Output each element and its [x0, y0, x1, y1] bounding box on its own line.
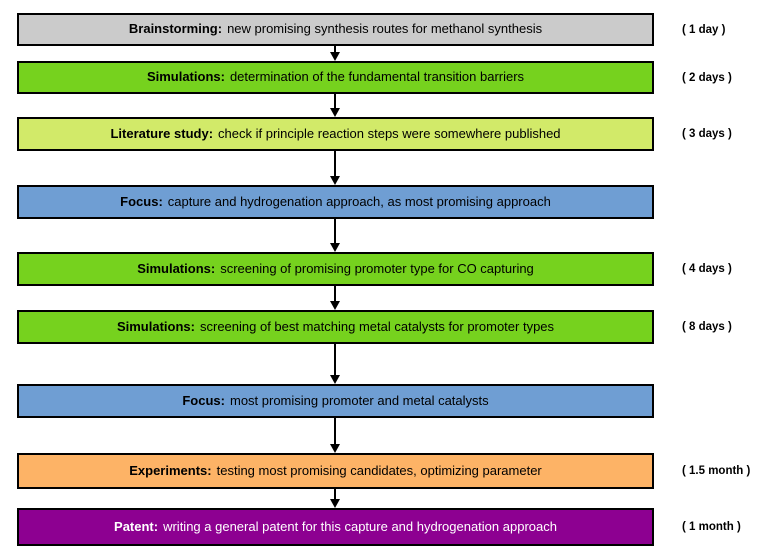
step-description: screening of best matching metal catalys… — [199, 318, 555, 334]
step-label: Simulations: — [116, 318, 195, 334]
step-description: determination of the fundamental transit… — [229, 69, 525, 85]
step-description: capture and hydrogenation approach, as m… — [167, 193, 551, 209]
arrow-line — [334, 489, 336, 500]
step-duration-label: ( 2 days ) — [682, 71, 732, 84]
step-box: Focus:capture and hydrogenation approach… — [17, 185, 654, 219]
arrow-head — [330, 176, 340, 185]
step-label: Focus: — [182, 392, 225, 408]
arrow-line — [334, 94, 336, 109]
step-duration-label: ( 8 days ) — [682, 321, 732, 333]
step-label: Focus: — [120, 193, 163, 209]
step-box: Focus:most promising promoter and metal … — [17, 384, 654, 418]
arrow-line — [334, 219, 336, 244]
step-duration-label: ( 3 days ) — [682, 128, 732, 140]
step-description: writing a general patent for this captur… — [163, 518, 557, 534]
step-box: Brainstorming:new promising synthesis ro… — [17, 13, 654, 46]
arrow-head — [330, 499, 340, 508]
step-box: Simulations:screening of promising promo… — [17, 252, 654, 286]
step-description: screening of promising promoter type for… — [220, 260, 534, 276]
step-text: Simulations:screening of best matching m… — [116, 318, 555, 334]
step-label: Simulations: — [146, 69, 225, 85]
arrow-head — [330, 52, 340, 61]
arrow-line — [334, 46, 336, 53]
step-label: Simulations: — [137, 260, 216, 276]
arrow-line — [334, 151, 336, 177]
step-duration-label: ( 1 month ) — [682, 521, 741, 533]
step-duration-label: ( 4 days ) — [682, 263, 732, 275]
step-text: Focus:capture and hydrogenation approach… — [120, 193, 551, 209]
step-label: Brainstorming: — [128, 21, 223, 37]
step-box: Simulations:screening of best matching m… — [17, 310, 654, 344]
step-text: Patent:writing a general patent for this… — [114, 518, 557, 534]
arrow-head — [330, 375, 340, 384]
arrow-head — [330, 243, 340, 252]
arrow-line — [334, 344, 336, 376]
arrow-head — [330, 444, 340, 453]
step-box: Patent:writing a general patent for this… — [17, 508, 654, 546]
step-description: testing most promising candidates, optim… — [216, 462, 542, 478]
step-label: Literature study: — [110, 125, 214, 141]
step-text: Simulations:screening of promising promo… — [137, 260, 534, 276]
step-duration-label: ( 1.5 month ) — [682, 465, 751, 477]
step-box: Experiments:testing most promising candi… — [17, 453, 654, 489]
step-duration-label: ( 1 day ) — [682, 23, 726, 36]
arrow-head — [330, 108, 340, 117]
step-text: Literature study:check if principle reac… — [110, 125, 561, 141]
step-box: Literature study:check if principle reac… — [17, 117, 654, 151]
step-text: Experiments:testing most promising candi… — [129, 462, 542, 478]
step-label: Patent: — [114, 518, 159, 534]
step-text: Focus:most promising promoter and metal … — [182, 392, 489, 408]
arrow-head — [330, 301, 340, 310]
step-description: new promising synthesis routes for metha… — [227, 21, 543, 37]
step-label: Experiments: — [129, 462, 212, 478]
step-description: most promising promoter and metal cataly… — [229, 392, 489, 408]
step-text: Simulations:determination of the fundame… — [147, 70, 524, 84]
step-description: check if principle reaction steps were s… — [218, 125, 561, 141]
step-box: Simulations:determination of the fundame… — [17, 61, 654, 94]
arrow-line — [334, 418, 336, 445]
arrow-line — [334, 286, 336, 302]
step-text: Brainstorming:new promising synthesis ro… — [129, 22, 542, 36]
